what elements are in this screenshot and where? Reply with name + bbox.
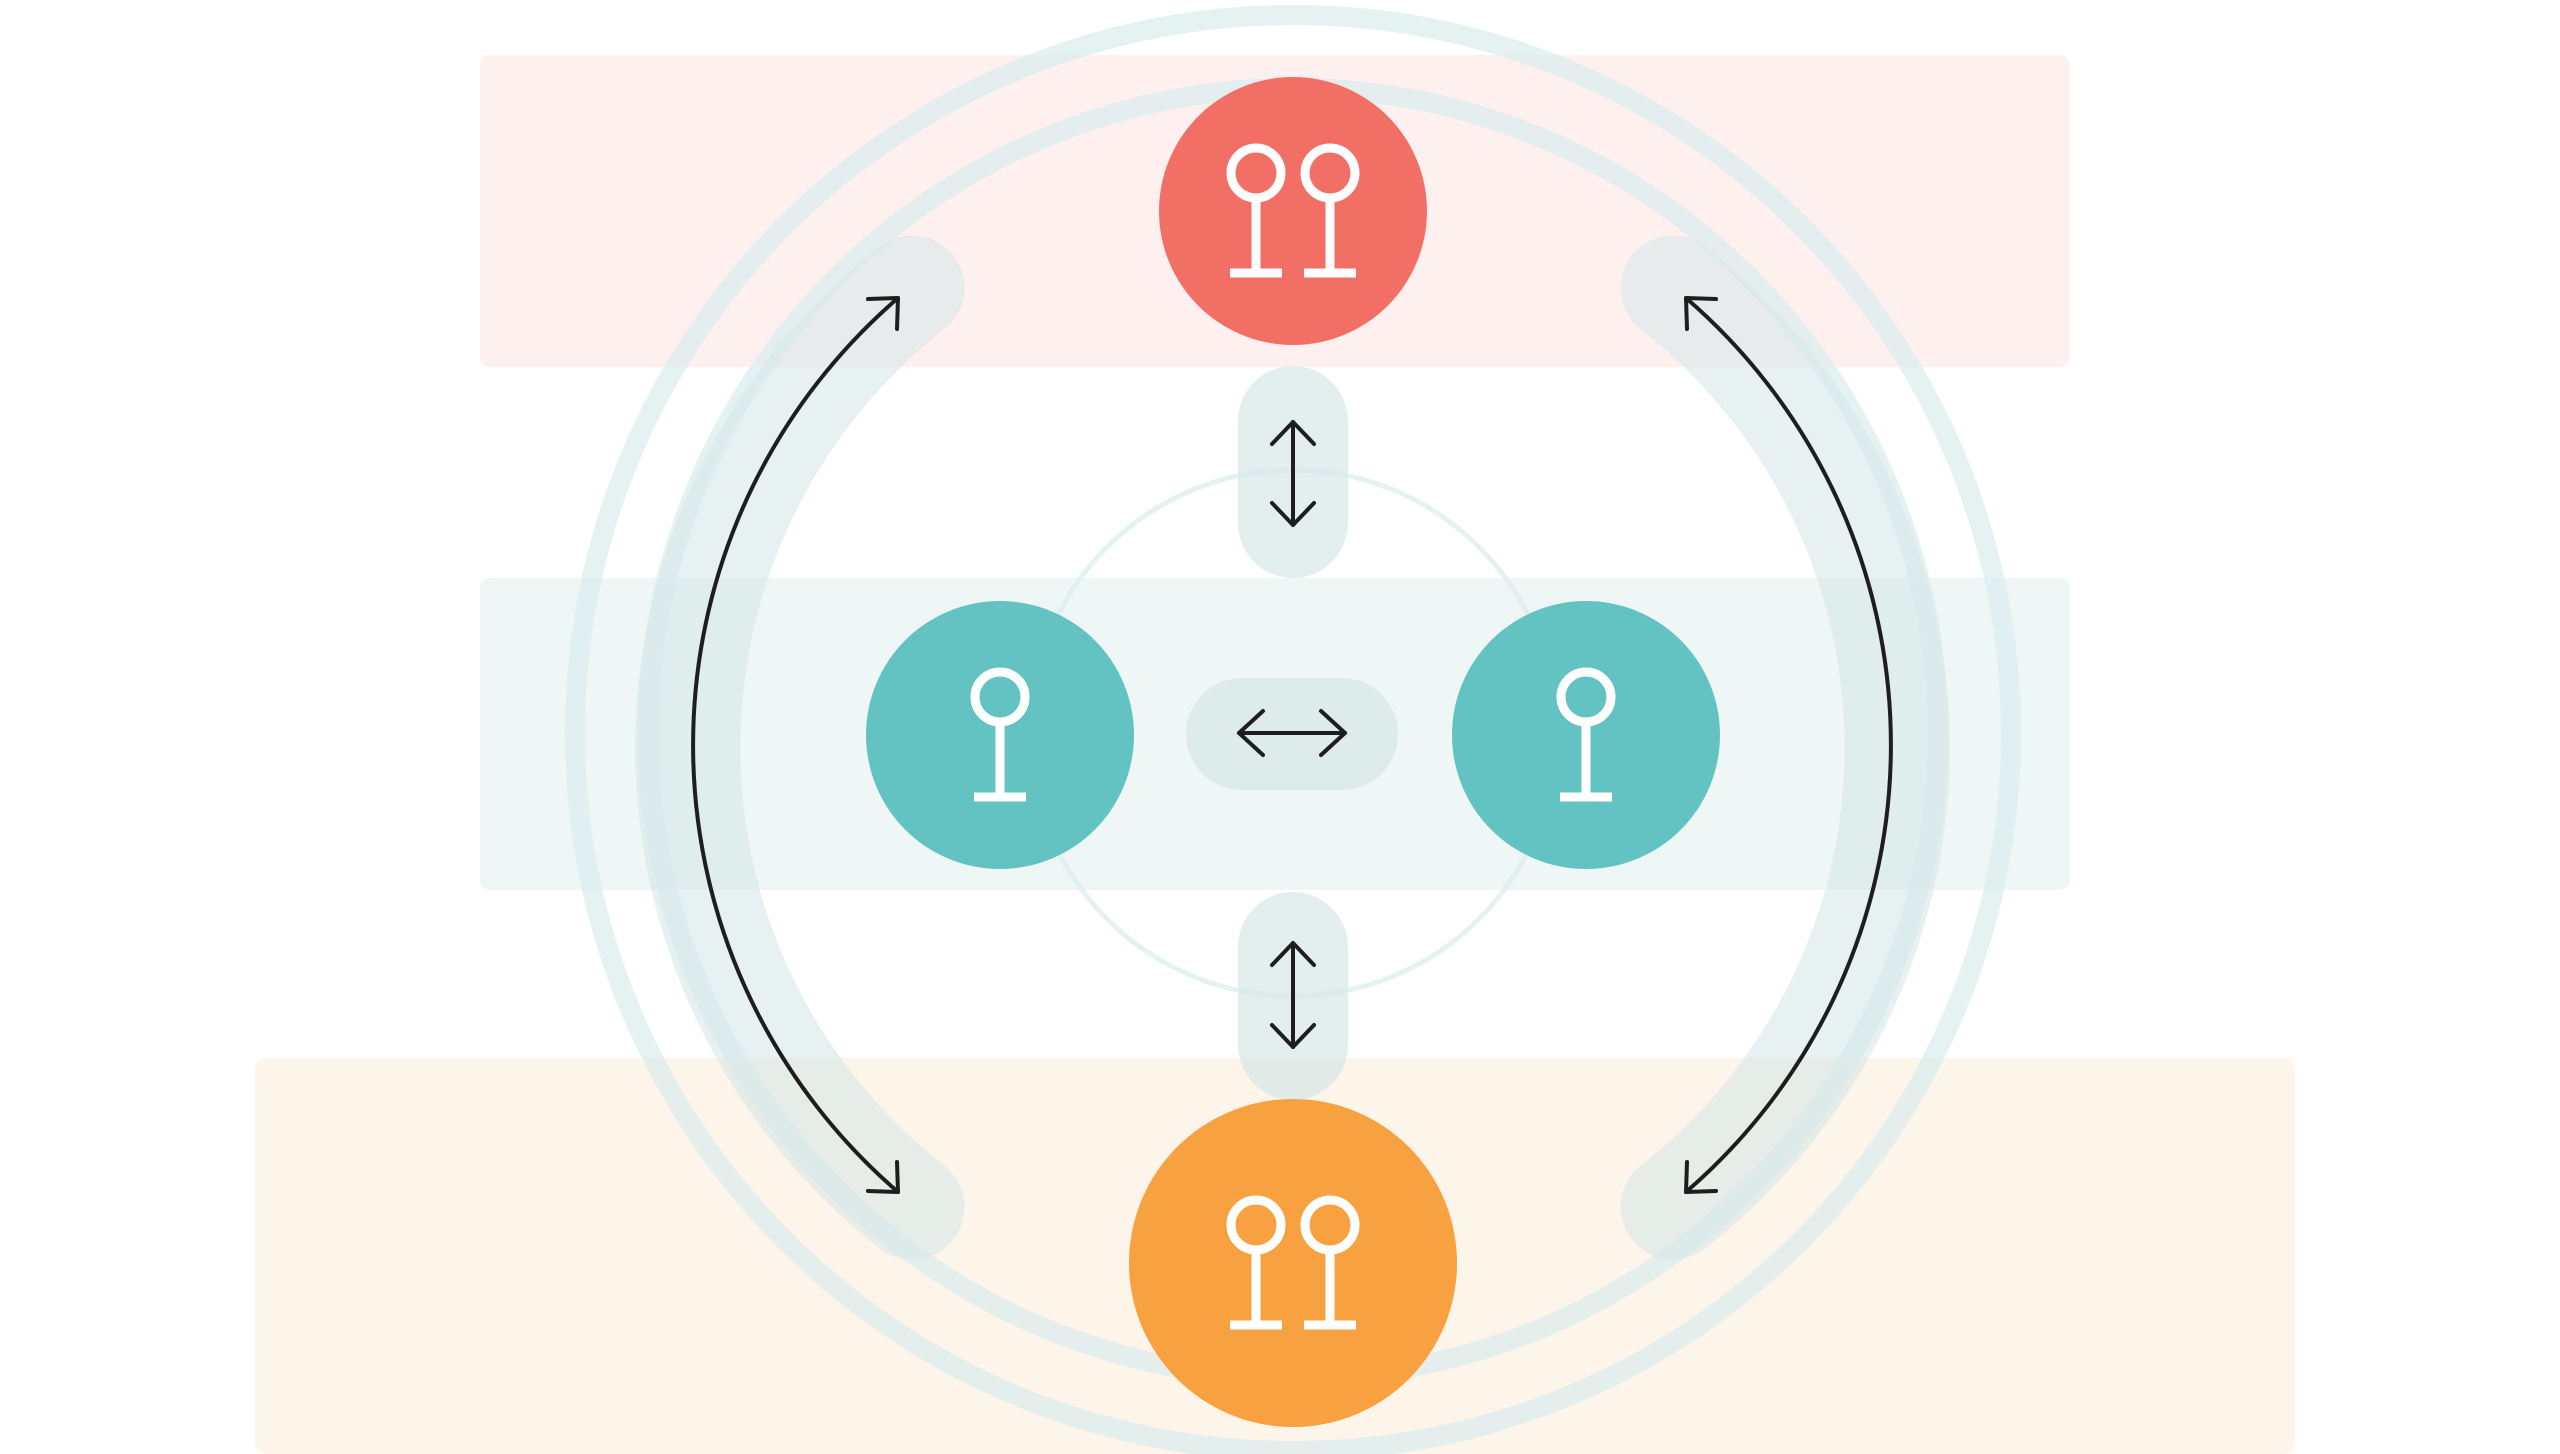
arrowhead-icon bbox=[1237, 709, 1265, 757]
horizontal-arrow bbox=[1237, 709, 1347, 757]
arrowhead-icon bbox=[1270, 501, 1316, 527]
arrowhead-icon bbox=[1270, 941, 1316, 967]
arrowhead-icon bbox=[1270, 1023, 1316, 1049]
outer-ring bbox=[565, 5, 2021, 1454]
right-arc-arrow bbox=[1684, 296, 1893, 1194]
right-track bbox=[1620, 235, 1950, 1260]
arrowhead-icon bbox=[866, 296, 900, 331]
node-right bbox=[1452, 601, 1720, 869]
node-top-circle bbox=[1159, 77, 1427, 345]
arrowhead-icon bbox=[1319, 709, 1347, 757]
top-vertical-arrow bbox=[1270, 420, 1316, 527]
node-top bbox=[1159, 77, 1427, 345]
node-bottom bbox=[1129, 1099, 1457, 1427]
node-bottom-circle bbox=[1129, 1099, 1457, 1427]
arrowhead-icon bbox=[1684, 1160, 1718, 1194]
node-left bbox=[866, 601, 1134, 869]
left-arc-arrow bbox=[691, 296, 900, 1194]
arrowhead-icon bbox=[1684, 296, 1718, 331]
bottom-vertical-arrow bbox=[1270, 941, 1316, 1049]
arrowhead-icon bbox=[866, 1160, 900, 1194]
arrowhead-icon bbox=[1270, 420, 1316, 446]
